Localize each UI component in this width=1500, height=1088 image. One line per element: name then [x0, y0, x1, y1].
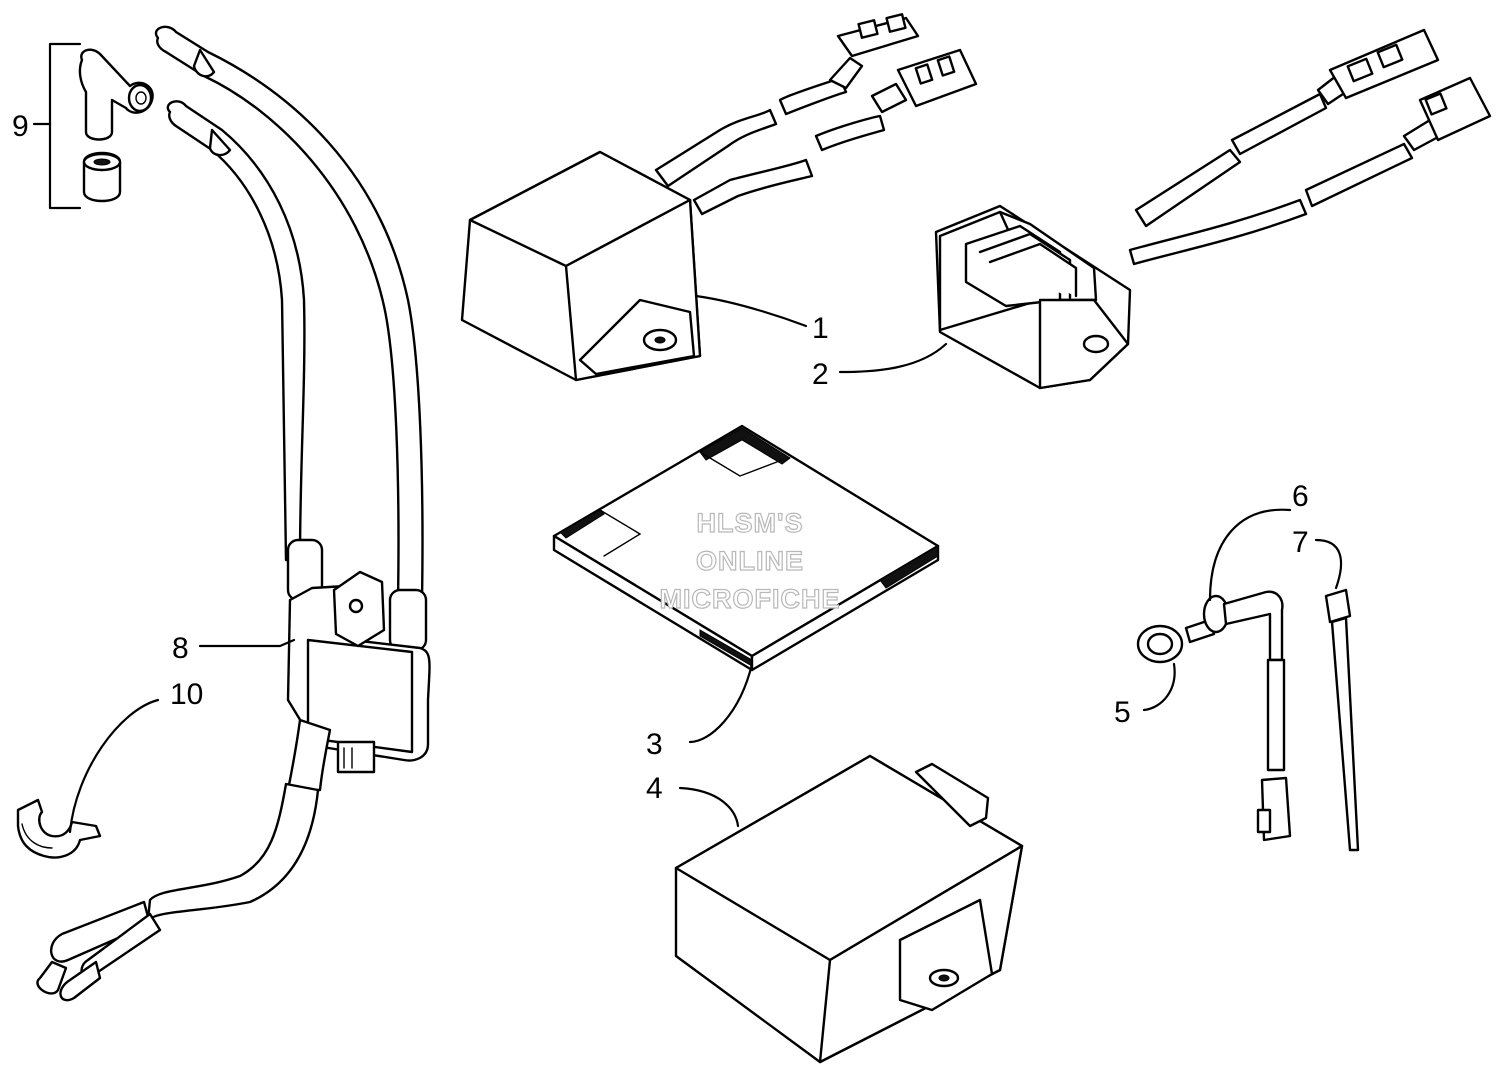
watermark-line-3: MICROFICHE [660, 584, 841, 614]
callout-7: 7 [1292, 526, 1309, 559]
cable-tie [1314, 538, 1360, 852]
voltage-regulator [838, 28, 1492, 390]
callout-5: 5 [1114, 696, 1131, 729]
temperature-sensor [1184, 508, 1292, 842]
watermark-line-2: ONLINE [696, 546, 804, 576]
callout-9: 9 [12, 110, 29, 143]
washer [1136, 624, 1184, 712]
callout-8: 8 [172, 632, 189, 665]
ignition-coil-assembly [36, 25, 431, 1002]
callout-3: 3 [646, 728, 663, 761]
callout-1: 1 [812, 312, 829, 345]
spark-plug-cap-assembly [32, 42, 154, 210]
cdi-module [460, 13, 978, 382]
callout-6: 6 [1292, 480, 1309, 513]
watermark-line-1: HLSM'S [697, 508, 804, 538]
foam-pad: HLSM'S ONLINE MICROFICHE [552, 424, 940, 744]
callout-10: 10 [170, 678, 203, 711]
control-box [674, 754, 1024, 1064]
wire-clip [16, 798, 102, 859]
callout-2: 2 [812, 358, 829, 391]
callout-4: 4 [646, 772, 663, 805]
